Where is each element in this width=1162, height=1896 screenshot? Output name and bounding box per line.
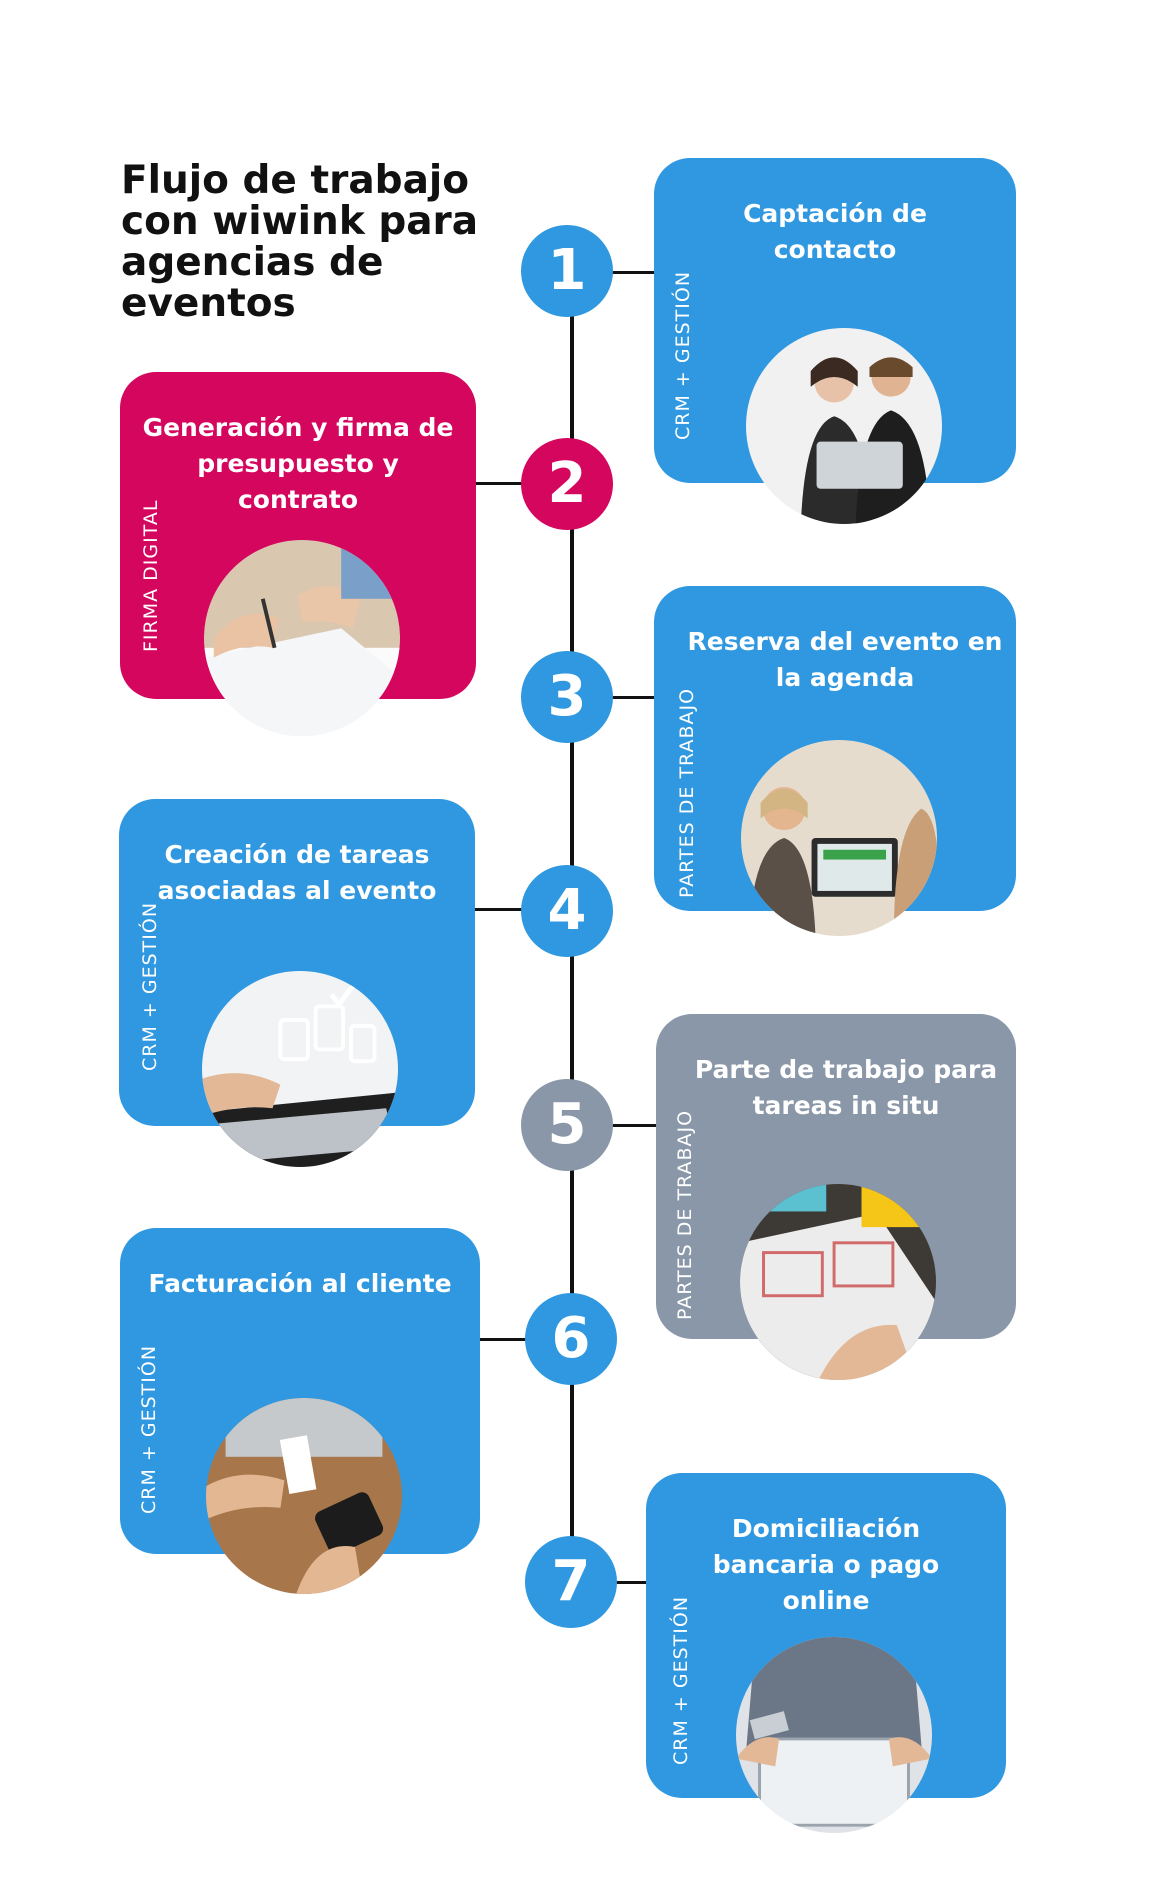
step-category-label: PARTES DE TRABAJO xyxy=(676,687,698,898)
step-category-label: CRM + GESTIÓN xyxy=(139,901,161,1071)
step-category-label: CRM + GESTIÓN xyxy=(138,1344,160,1514)
step-card-2: Generación y firma de presupuesto y cont… xyxy=(120,372,476,736)
step-card-7: Domiciliación bancaria o pago online CRM… xyxy=(646,1473,1006,1833)
step-number-7: 7 xyxy=(525,1536,617,1628)
papers-notes-icon xyxy=(740,1184,936,1380)
step-title: Generación y firma de presupuesto y cont… xyxy=(142,413,454,514)
card-payment-icon xyxy=(206,1398,402,1594)
step-category-label: PARTES DE TRABAJO xyxy=(674,1109,696,1320)
connector-1 xyxy=(610,271,656,274)
step-number-3: 3 xyxy=(521,651,613,743)
step-title: Captación de contacto xyxy=(743,199,927,264)
step-card-6: Facturación al cliente CRM + GESTIÓN xyxy=(120,1228,480,1594)
step-card-5: Parte de trabajo para tareas in situ PAR… xyxy=(656,1014,1016,1380)
step-title: Domiciliación bancaria o pago online xyxy=(712,1514,940,1615)
signing-document-icon xyxy=(204,540,400,736)
page-title: Flujo de trabajo con wiwink para agencia… xyxy=(121,158,479,326)
step-card-1: Captación de contacto CRM + GESTIÓN xyxy=(654,158,1016,524)
step-title: Facturación al cliente xyxy=(148,1269,452,1298)
step-title: Creación de tareas asociadas al evento xyxy=(157,840,437,905)
step-category-label: CRM + GESTIÓN xyxy=(672,270,694,440)
step-category-label: FIRMA DIGITAL xyxy=(140,499,162,652)
meeting-laptop-icon xyxy=(741,740,937,936)
connector-3 xyxy=(610,696,656,699)
connector-7 xyxy=(614,1581,648,1584)
step-title: Reserva del evento en la agenda xyxy=(687,627,1003,692)
step-card-3: Reserva del evento en la agenda PARTES D… xyxy=(654,586,1016,936)
step-title: Parte de trabajo para tareas in situ xyxy=(694,1055,998,1120)
tablet-payment-icon xyxy=(736,1637,932,1833)
step-category-label: CRM + GESTIÓN xyxy=(670,1595,692,1765)
step-number-2: 2 xyxy=(521,438,613,530)
step-number-6: 6 xyxy=(525,1293,617,1385)
connector-4 xyxy=(472,908,522,911)
step-number-1: 1 xyxy=(521,225,613,317)
connector-6 xyxy=(478,1338,526,1341)
checklist-laptop-icon xyxy=(202,971,398,1167)
step-number-5: 5 xyxy=(521,1079,613,1171)
connector-5 xyxy=(610,1124,656,1127)
step-card-4: Creación de tareas asociadas al evento C… xyxy=(119,799,475,1167)
step-number-4: 4 xyxy=(521,865,613,957)
people-laptop-icon xyxy=(746,328,942,524)
connector-2 xyxy=(473,482,523,485)
